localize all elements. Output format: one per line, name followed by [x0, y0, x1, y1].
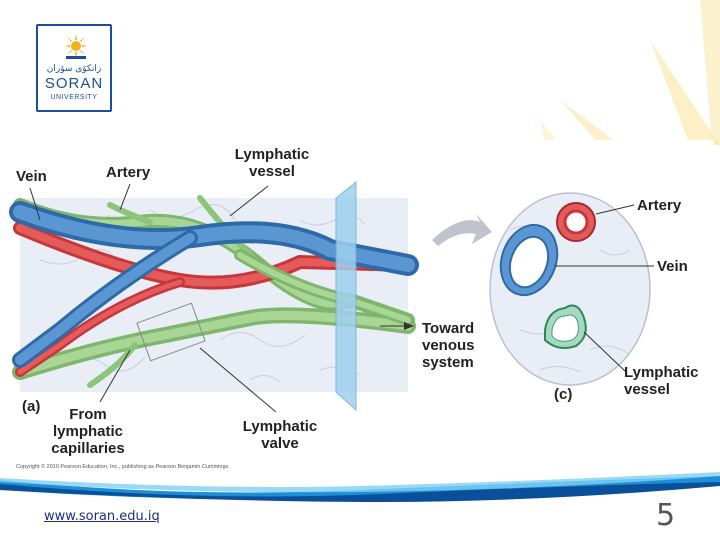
label-toward-line2: venous — [422, 337, 475, 354]
logo-name: SORAN — [44, 75, 104, 92]
label-c-lymphatic-vessel: Lymphatic vessel — [624, 364, 698, 398]
label-from-line2: lymphatic — [52, 423, 124, 440]
valve-box — [136, 302, 206, 362]
gray-arrow — [432, 214, 492, 246]
label-valve-line2: valve — [261, 435, 299, 452]
label-toward-line1: Toward — [422, 320, 475, 337]
label-from-lymphatic-capillaries: From lymphatic capillaries — [40, 406, 136, 457]
footer-swoosh — [0, 472, 720, 502]
label-c-lymph-line1: Lymphatic — [624, 364, 699, 381]
label-panel-a: (a) — [22, 398, 41, 415]
label-c-artery: Artery — [637, 197, 682, 214]
website-link[interactable]: www.soran.edu.iq — [44, 509, 160, 524]
label-panel-c: (c) — [554, 386, 573, 403]
cross-section-plane — [335, 180, 357, 412]
label-from-line1: From — [69, 406, 107, 423]
sun-logo-icon — [64, 34, 88, 59]
label-lymphatic-vessel-line2: vessel — [249, 163, 295, 180]
label-lymphatic-valve: Lymphatic valve — [232, 418, 328, 452]
label-lymphatic-vessel-line1: Lymphatic — [234, 146, 310, 163]
label-vein: Vein — [16, 168, 47, 185]
logo-arabic-text: زانكۆی سۆران — [46, 64, 102, 74]
label-c-vein: Vein — [657, 258, 688, 275]
label-toward-venous-system: Toward venous system — [422, 320, 475, 371]
page-number: 5 — [656, 498, 676, 533]
label-from-line3: capillaries — [51, 440, 125, 457]
university-logo: زانكۆی سۆران SORAN UNIVERSITY — [36, 24, 112, 112]
label-c-lymph-line2: vessel — [624, 381, 670, 398]
label-artery: Artery — [106, 164, 151, 181]
copyright-text: Copyright © 2010 Pearson Education, Inc.… — [16, 464, 230, 470]
label-lymphatic-vessel: Lymphatic vessel — [224, 146, 320, 180]
label-toward-line3: system — [422, 354, 474, 371]
logo-subtitle: UNIVERSITY — [50, 94, 98, 101]
label-valve-line1: Lymphatic — [242, 418, 318, 435]
lymphatic-diagram — [0, 140, 714, 480]
